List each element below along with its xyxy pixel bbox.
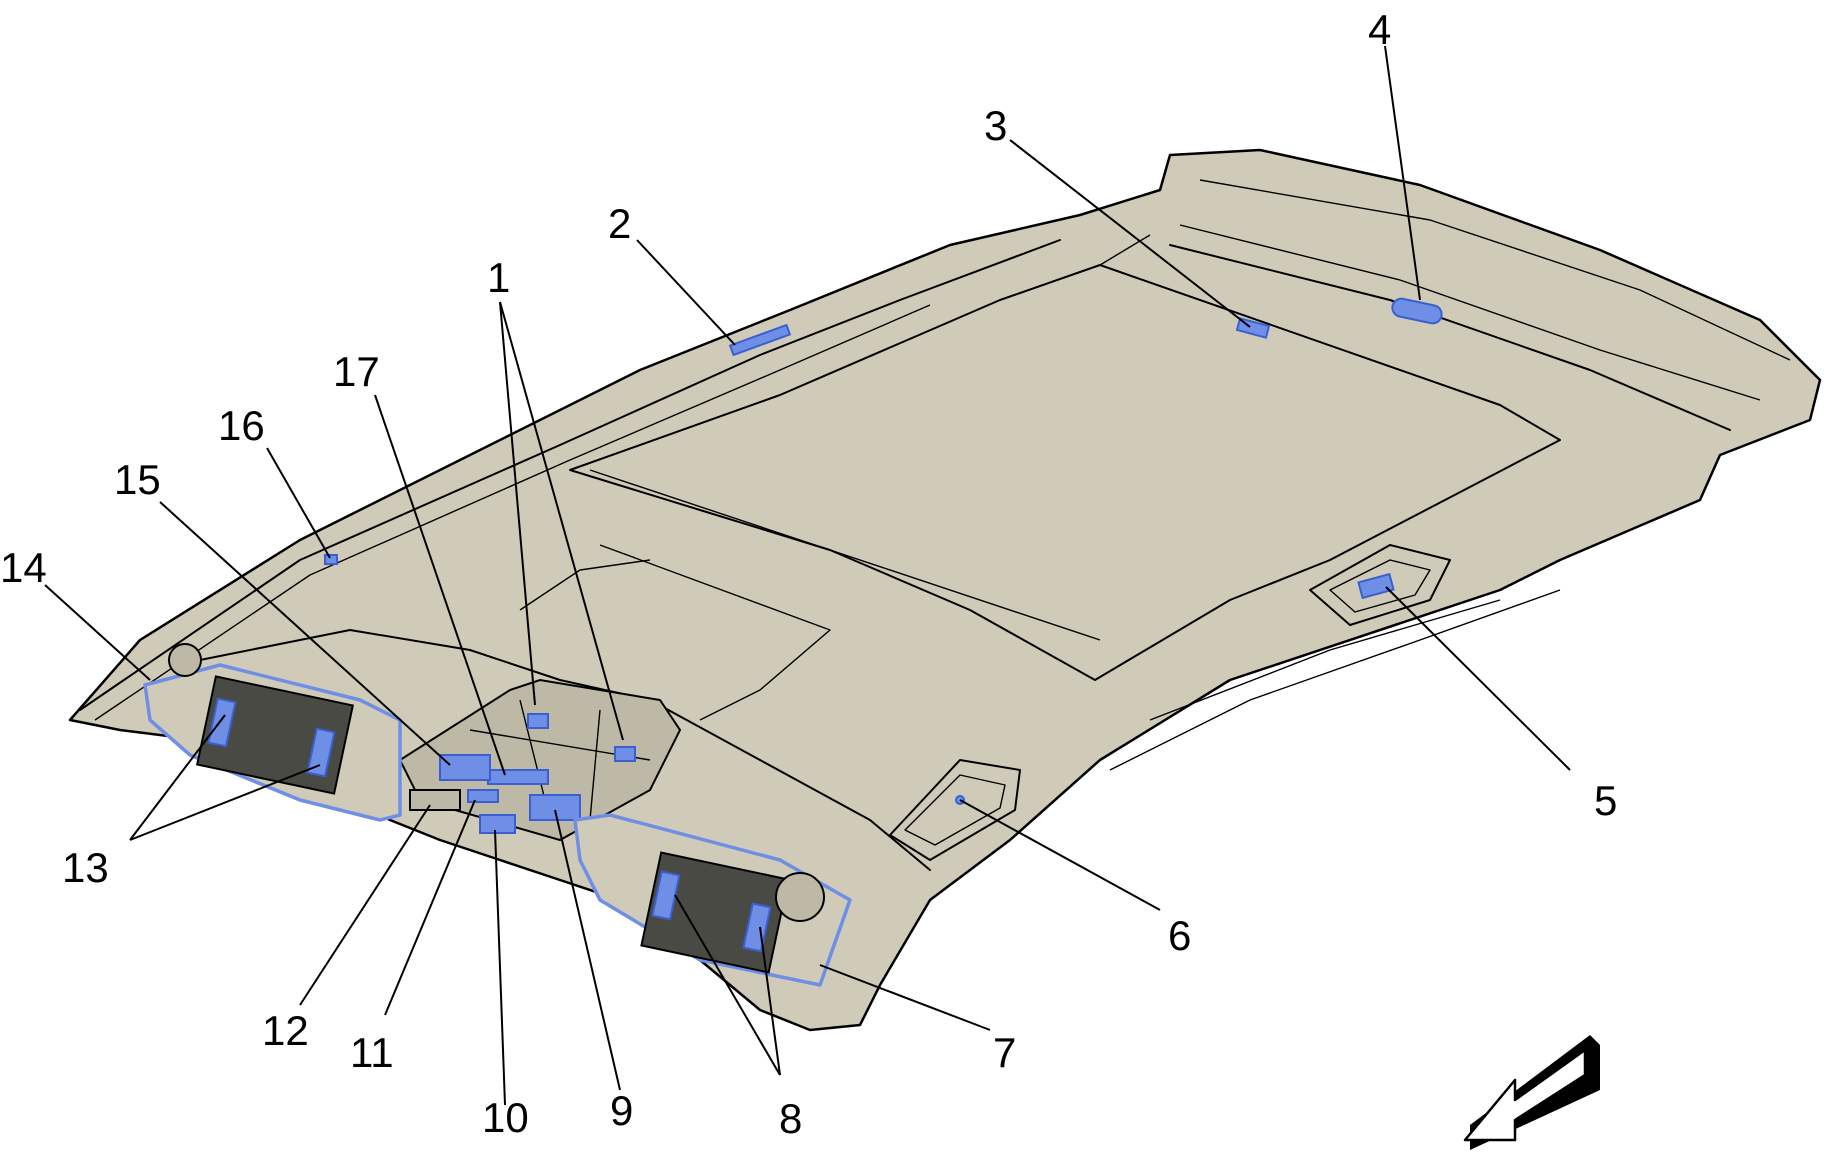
overhead-console: [398, 678, 682, 842]
left-sun-visor: [143, 643, 402, 822]
callout-12: 12: [262, 1007, 309, 1054]
console-lamp-right: [614, 746, 636, 762]
callout-6: 6: [1168, 912, 1191, 959]
callout-15: 15: [114, 456, 161, 503]
callout-5: 5: [1594, 777, 1617, 824]
callout-11: 11: [350, 1029, 394, 1076]
callout-4: 4: [1368, 6, 1391, 53]
callout-7: 7: [993, 1029, 1016, 1076]
console-buttons-12: [409, 789, 461, 811]
part-4-rear-lamp: [1391, 297, 1443, 325]
callout-14: 14: [0, 544, 47, 591]
console-panel-15: [439, 754, 491, 781]
front-direction-arrow-icon: [1463, 1035, 1600, 1150]
callout-2: 2: [608, 200, 631, 247]
callout-1: 1: [487, 254, 510, 301]
console-module-10: [479, 814, 516, 834]
right-visor-lamp-b: [742, 902, 772, 953]
left-visor-pivot: [168, 643, 202, 677]
callout-13: 13: [62, 844, 109, 891]
leader-lines: [44, 45, 1571, 1106]
right-sun-visor: [573, 813, 852, 987]
console-lamp-9: [529, 794, 581, 821]
part-2-lamp: [728, 323, 792, 357]
callout-3: 3: [984, 102, 1007, 149]
callout-8: 8: [779, 1095, 802, 1142]
right-visor-pivot: [775, 872, 825, 922]
headliner-panel: [68, 148, 1822, 1032]
left-visor-lamp-a: [207, 697, 237, 748]
console-button-11: [467, 789, 499, 803]
grab-handle-rear: [1309, 544, 1451, 626]
callout-10: 10: [482, 1094, 529, 1141]
callout-16: 16: [218, 402, 265, 449]
left-visor-lamp-b: [306, 727, 336, 778]
callout-labels: 1 2 3 4 5 6 7 8 9 10 11 12 13 14 15 16 1…: [0, 6, 1617, 1142]
rear-dome-lamp: [1357, 572, 1395, 600]
callout-9: 9: [610, 1087, 633, 1134]
part-16-lamp: [324, 554, 338, 565]
grab-handle-front: [889, 759, 1021, 861]
console-switch-17: [487, 769, 549, 785]
callout-17: 17: [333, 348, 380, 395]
right-visor-lamp-a: [651, 870, 681, 921]
console-lamp-left: [527, 713, 549, 729]
